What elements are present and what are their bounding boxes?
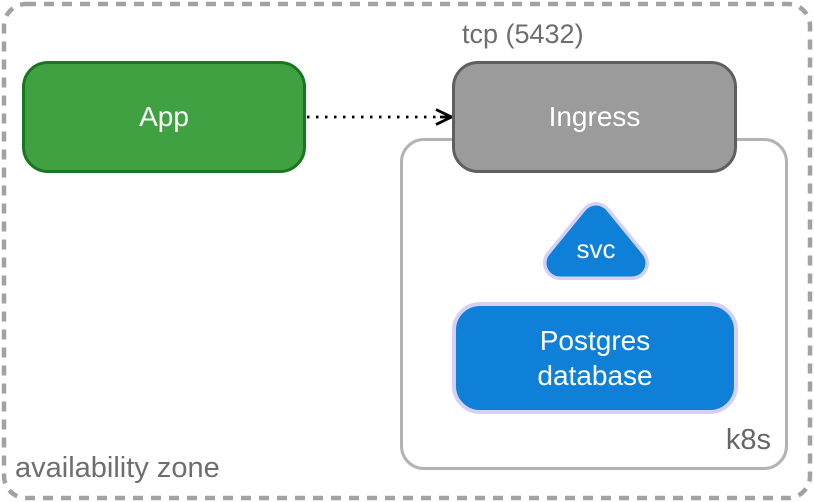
svc-shape-fill — [546, 205, 646, 277]
postgres-database-label: Postgres database — [537, 325, 653, 391]
app-node: App — [22, 61, 306, 173]
ingress-node: Ingress — [452, 61, 737, 173]
svc-node-label: svc — [576, 234, 616, 264]
open-arrowhead-icon — [435, 108, 455, 126]
k8s-cluster-label: k8s — [725, 424, 771, 456]
svc-node — [543, 202, 649, 280]
ingress-port-annotation: tcp (5432) — [462, 19, 584, 49]
edge-app-to-ingress — [307, 108, 455, 126]
postgres-database-node: Postgres database — [452, 302, 738, 414]
ingress-node-label: Ingress — [548, 101, 641, 132]
app-node-label: App — [139, 101, 189, 132]
availability-zone-label: availability zone — [15, 452, 220, 484]
